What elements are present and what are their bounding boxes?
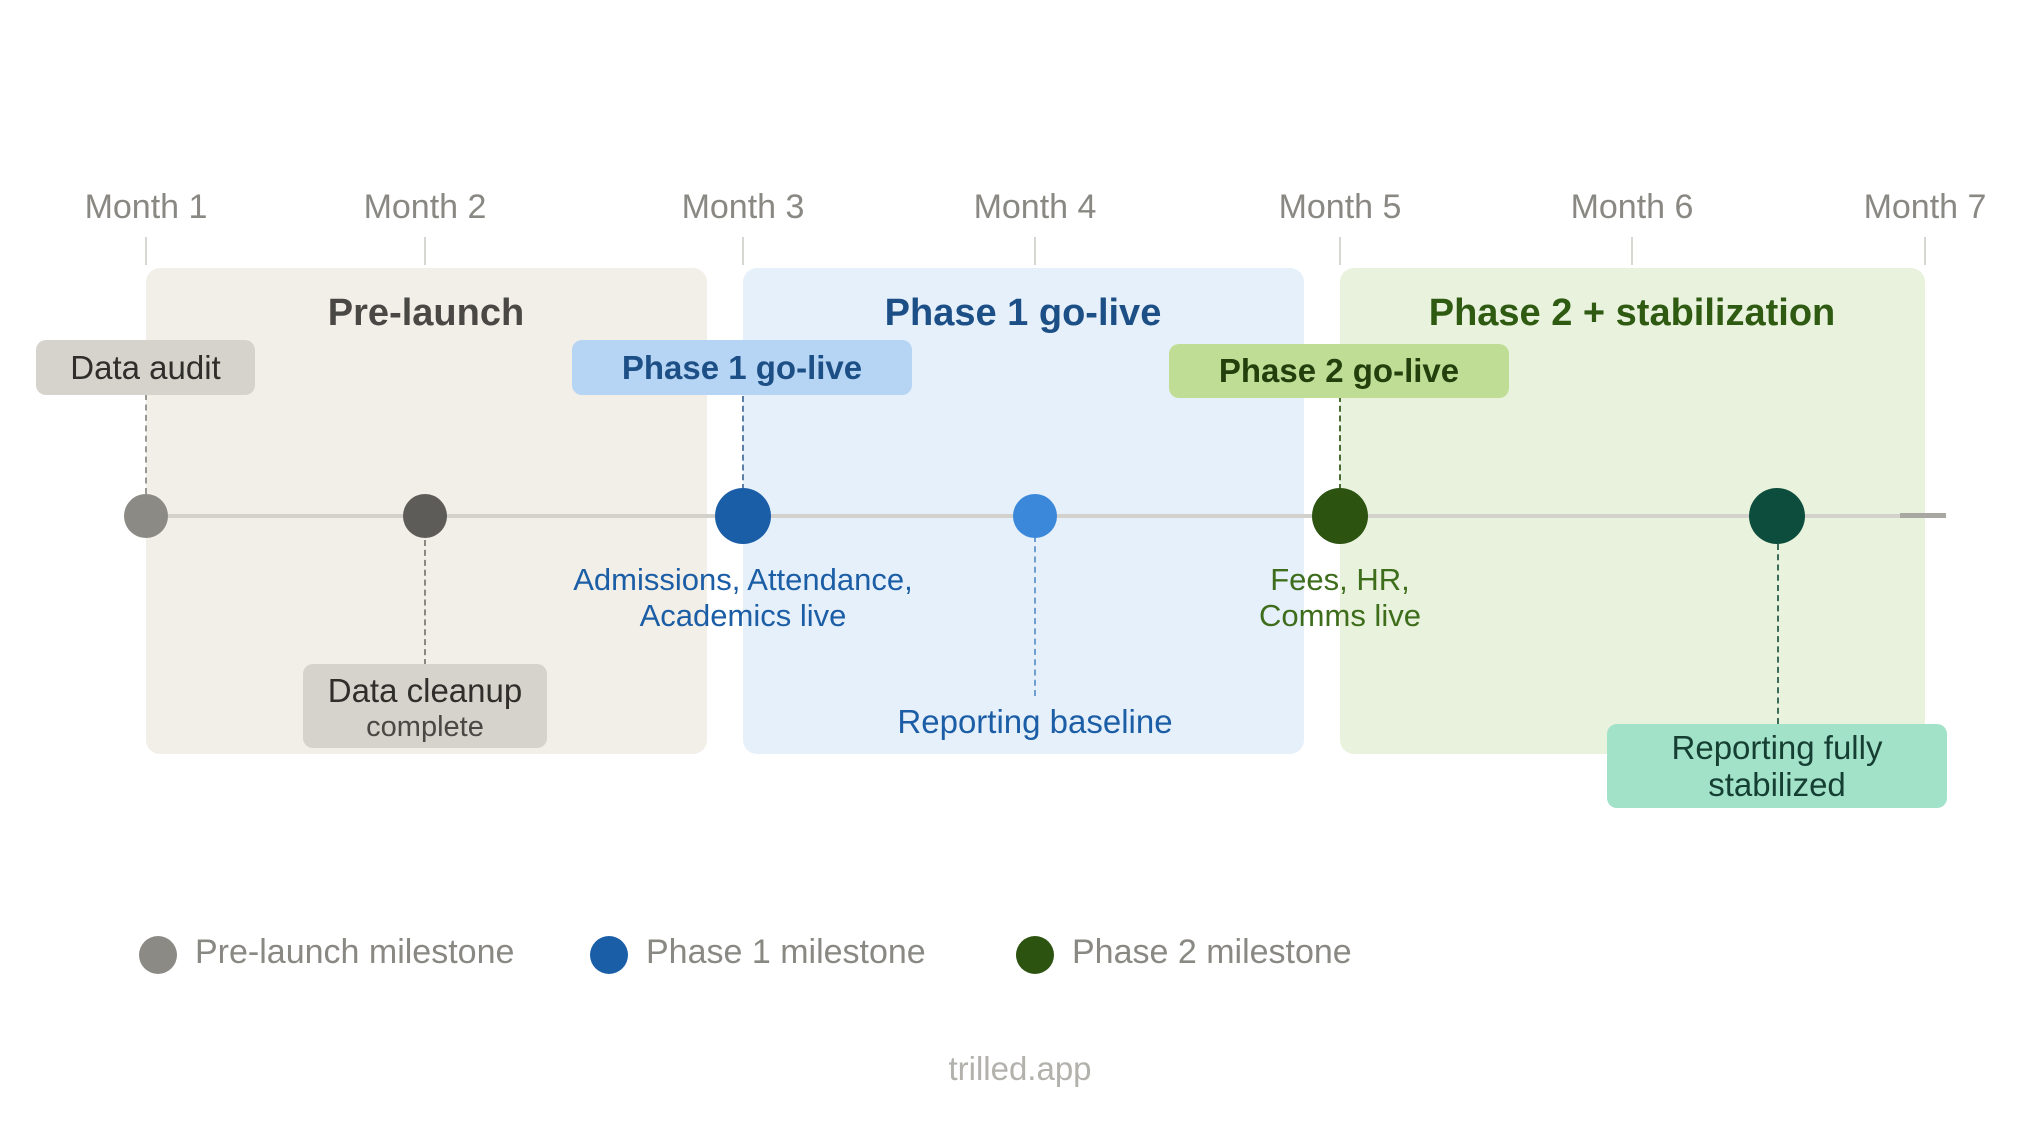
phase1-golive-tag: Phase 1 go-live [572,340,912,395]
reporting-stabilized-tag: Reporting fully stabilized [1607,724,1947,808]
phase2-band [1340,268,1925,754]
phase2-golive-connector [1339,396,1341,490]
phase2-golive-note-line1: Fees, HR, [1270,562,1410,597]
month-tick-4 [1034,237,1036,265]
month-tick-3 [742,237,744,265]
month-label-1: Month 1 [84,188,208,226]
data-audit-tag: Data audit [36,340,255,395]
legend-phase1-dot [590,936,628,974]
phase2-golive-note-line2: Comms live [1259,598,1421,633]
reporting-stabilized-label-line2: stabilized [1708,766,1846,803]
month-label-2: Month 2 [363,188,487,226]
reporting-baseline-connector [1034,536,1036,696]
month-tick-1 [145,237,147,265]
legend-prelaunch-label: Pre-launch milestone [195,933,515,971]
month-tick-5 [1339,237,1341,265]
data-audit-milestone-dot[interactable] [124,494,168,538]
data-cleanup-sublabel: complete [366,711,484,743]
phase1-golive-note-line1: Admissions, Attendance, [573,562,913,597]
data-cleanup-label: Data cleanup [327,672,523,709]
footer-brand: trilled.app [948,1050,1092,1087]
timeline-axis-end [1900,513,1946,518]
phase1-golive-note-line2: Academics live [639,598,847,633]
reporting-baseline-milestone-dot[interactable] [1013,494,1057,538]
phase2-title: Phase 2 + stabilization [1428,292,1836,334]
month-label-3: Month 3 [681,188,805,226]
data-cleanup-tag: Data cleanup complete [303,664,547,748]
month-tick-2 [424,237,426,265]
month-tick-6 [1631,237,1633,265]
phase1-title: Phase 1 go-live [884,292,1162,334]
phase1-golive-connector [742,396,744,490]
phase2-golive-note: Fees, HR, Comms live [1190,562,1490,634]
reporting-baseline-label: Reporting baseline [897,703,1173,740]
reporting-stabilized-label-line1: Reporting fully [1671,729,1883,766]
month-tick-7 [1924,237,1926,265]
data-cleanup-connector [424,540,426,665]
reporting-stabilized-connector [1777,544,1779,724]
phase1-golive-milestone-dot[interactable] [715,488,771,544]
legend-phase2-label: Phase 2 milestone [1072,933,1352,971]
data-audit-connector [145,394,147,494]
reporting-stabilized-milestone-dot[interactable] [1749,488,1805,544]
phase1-golive-note: Admissions, Attendance, Academics live [543,562,943,634]
phase2-golive-milestone-dot[interactable] [1312,488,1368,544]
legend-phase1-label: Phase 1 milestone [646,933,926,971]
month-label-5: Month 5 [1278,188,1402,226]
legend-prelaunch-dot [139,936,177,974]
month-label-7: Month 7 [1863,188,1987,226]
legend-phase2-dot [1016,936,1054,974]
data-cleanup-milestone-dot[interactable] [403,494,447,538]
month-label-4: Month 4 [973,188,1097,226]
prelaunch-title: Pre-launch [327,292,525,334]
phase2-golive-tag: Phase 2 go-live [1169,344,1509,398]
month-label-6: Month 6 [1570,188,1694,226]
